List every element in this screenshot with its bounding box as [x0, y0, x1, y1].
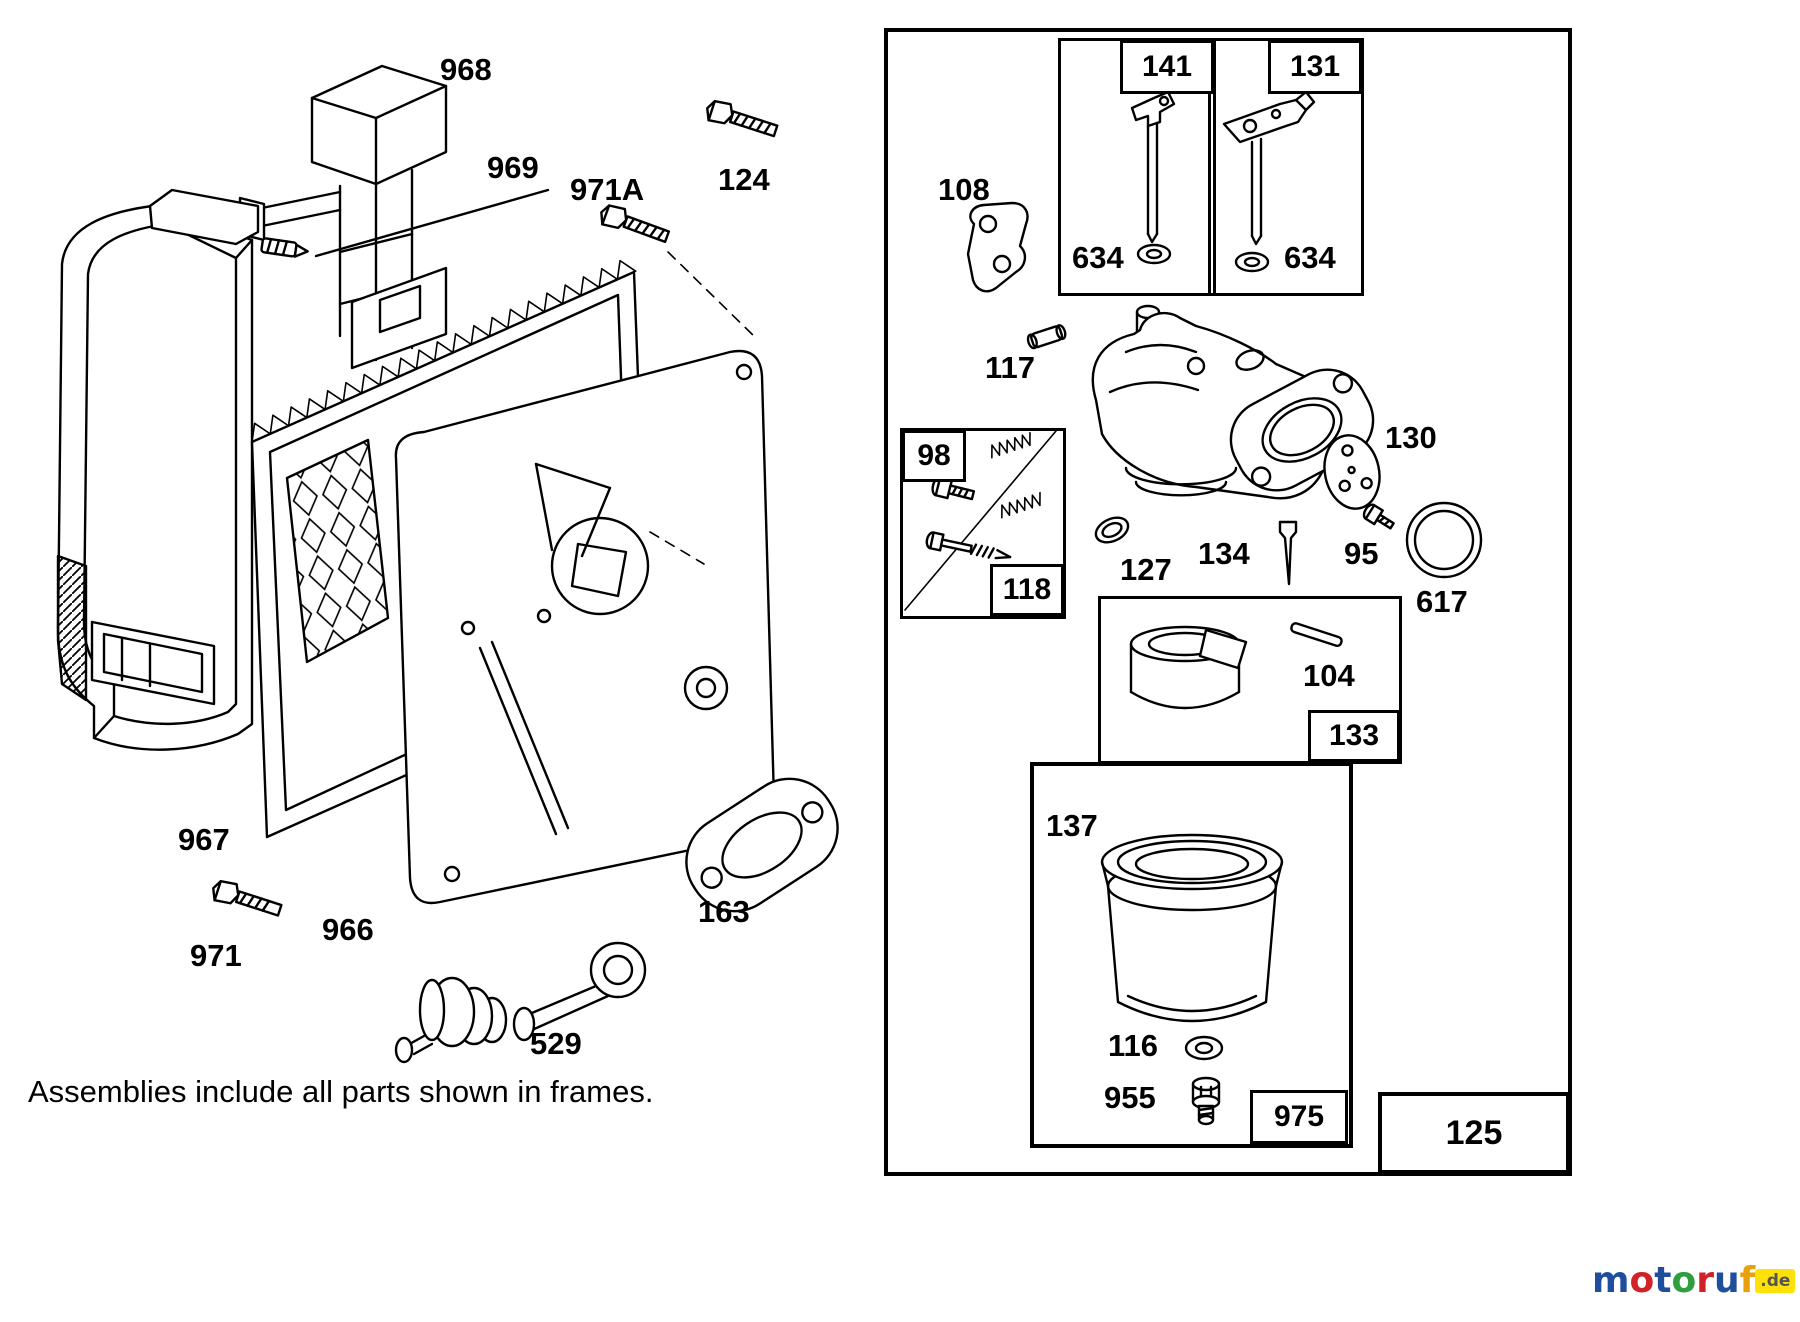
part-label-971: 971 [190, 938, 242, 973]
bolt-124-drawing [706, 99, 779, 138]
part-label-127: 127 [1120, 552, 1172, 587]
bowl-975-frame [1030, 762, 1353, 1148]
part-label-634a: 634 [1072, 240, 1124, 275]
part-label-137: 137 [1046, 808, 1098, 843]
frame-tag-975: 975 [1250, 1090, 1348, 1144]
washer-116-drawing [1184, 1035, 1224, 1061]
back-plate-drawing [394, 349, 776, 905]
fuel-bowl-137-drawing [1100, 833, 1284, 1023]
part-label-529: 529 [530, 1026, 582, 1061]
gasket-163-drawing [685, 777, 839, 913]
bolt-971-drawing [212, 879, 283, 917]
part-label-130: 130 [1385, 420, 1437, 455]
part-label-955: 955 [1104, 1080, 1156, 1115]
carburetor-group-frame [884, 28, 1572, 1176]
frame-tag-141: 141 [1120, 40, 1214, 94]
bolt-971a-drawing [600, 204, 759, 341]
air-cleaner-cover-drawing [56, 188, 309, 751]
choke-valve-131-drawing [1222, 90, 1316, 273]
pin-117-drawing [1026, 324, 1067, 350]
part-label-95: 95 [1344, 536, 1379, 571]
part-label-134: 134 [1198, 536, 1250, 571]
needle-valve-141-drawing [1130, 90, 1176, 265]
part-label-968: 968 [440, 52, 492, 87]
spring-kit-98-frame [900, 428, 1066, 619]
footer-note: Assemblies include all parts shown in fr… [28, 1074, 654, 1109]
cap-127-drawing [1094, 516, 1130, 544]
part-label-108: 108 [938, 172, 990, 207]
needle-134-drawing [1278, 520, 1298, 586]
frame-tag-125: 125 [1378, 1092, 1570, 1174]
part-label-971a: 971A [570, 172, 645, 207]
float-104-drawing [1129, 622, 1343, 710]
frame-tag-98: 98 [902, 430, 966, 482]
screw-95-drawing [1362, 503, 1395, 530]
breather-tube-529-drawing [394, 941, 647, 1064]
part-label-969: 969 [487, 150, 539, 185]
watermark: motoruf.de [1592, 1260, 1796, 1301]
gasket-108-drawing [966, 201, 1029, 293]
part-label-634b: 634 [1284, 240, 1336, 275]
part-label-124: 124 [718, 162, 770, 197]
part-label-117: 117 [985, 350, 1036, 385]
watermark-domain: .de [1755, 1269, 1796, 1293]
disc-130-drawing [1323, 434, 1381, 510]
plug-955-drawing [1191, 1076, 1221, 1126]
valve-131-frame [1208, 38, 1364, 296]
part-label-163: 163 [698, 894, 750, 929]
part-label-967: 967 [178, 822, 230, 857]
frame-tag-118: 118 [990, 564, 1064, 616]
leader-line-969 [314, 188, 550, 258]
air-cleaner-bracket-968-drawing [238, 64, 448, 370]
frame-tag-131: 131 [1268, 40, 1362, 94]
watermark-brand: motoruf [1592, 1260, 1756, 1301]
part-label-617: 617 [1416, 584, 1468, 619]
part-label-966: 966 [322, 912, 374, 947]
part-label-116: 116 [1108, 1028, 1159, 1063]
oring-617-drawing [1405, 501, 1483, 579]
part-label-104: 104 [1303, 658, 1355, 693]
frame-tag-133: 133 [1308, 710, 1400, 762]
valve-141-frame [1058, 38, 1216, 296]
